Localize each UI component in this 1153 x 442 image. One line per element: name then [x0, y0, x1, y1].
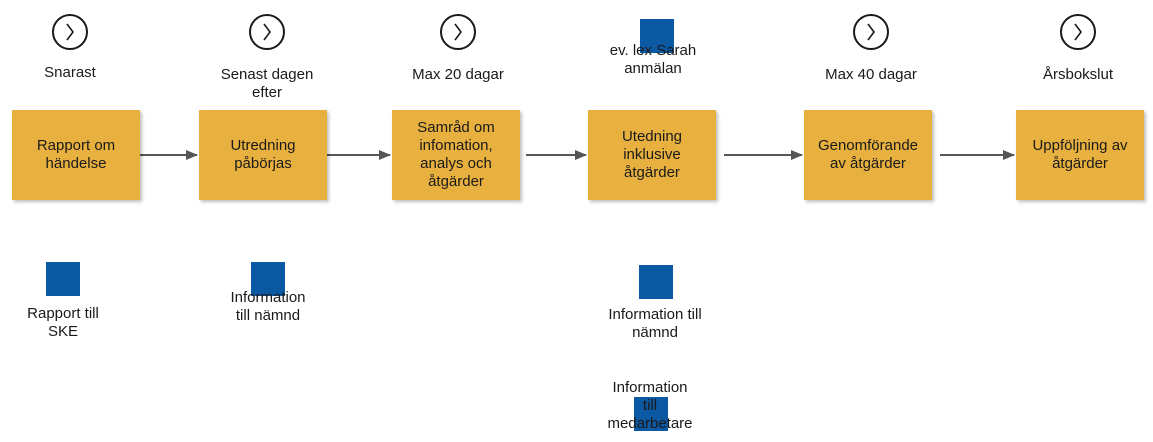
document-label-information-till-medarbetare: Information till medarbetare — [607, 379, 693, 432]
activity-label: Utedning inklusive åtgärder — [621, 128, 683, 181]
document-icon — [251, 262, 285, 296]
document-icon — [46, 262, 80, 296]
timer-icon — [1060, 14, 1096, 50]
document-label-rapport-till-ske: Rapport till SKE — [27, 305, 99, 340]
timer-icon — [249, 14, 285, 50]
timer-label-senast-dagen-efter: Senast dagen efter — [220, 66, 314, 101]
activity-genomforande: Genomförande av åtgärder — [804, 110, 932, 200]
activity-utredning-paborjas: Utredning påbörjas — [199, 110, 327, 200]
document-label-information-till-namnd-2: Information till nämnd — [608, 306, 702, 341]
timer-label-arsbokslut: Årsbokslut — [1042, 66, 1114, 83]
activity-label: Utredning påbörjas — [230, 137, 296, 172]
document-label-information-till-namnd: Information till nämnd — [230, 289, 306, 324]
activity-samrad: Samråd om infomation, analys och åtgärde… — [392, 110, 520, 200]
activity-uppfoljning: Uppföljning av åtgärder — [1016, 110, 1144, 200]
timer-label-snarast: Snarast — [44, 64, 96, 81]
document-icon — [640, 19, 674, 53]
activity-label: Rapport om händelse — [36, 137, 116, 172]
timer-label-max-20-dagar: Max 20 dagar — [412, 66, 504, 83]
document-label-lex-sarah: ev. lex Sarah anmälan — [609, 42, 697, 77]
activity-utedning-inklusive-atgarder: Utedning inklusive åtgärder — [588, 110, 716, 200]
activity-label: Samråd om infomation, analys och åtgärde… — [417, 119, 495, 190]
document-icon — [639, 265, 673, 299]
timer-icon — [52, 14, 88, 50]
activity-label: Genomförande av åtgärder — [817, 137, 919, 172]
timer-icon — [440, 14, 476, 50]
activity-label: Uppföljning av åtgärder — [1032, 137, 1128, 172]
timer-icon — [853, 14, 889, 50]
activity-rapport-om-handelse: Rapport om händelse — [12, 110, 140, 200]
timer-label-max-40-dagar: Max 40 dagar — [825, 66, 917, 83]
document-icon — [634, 397, 668, 431]
